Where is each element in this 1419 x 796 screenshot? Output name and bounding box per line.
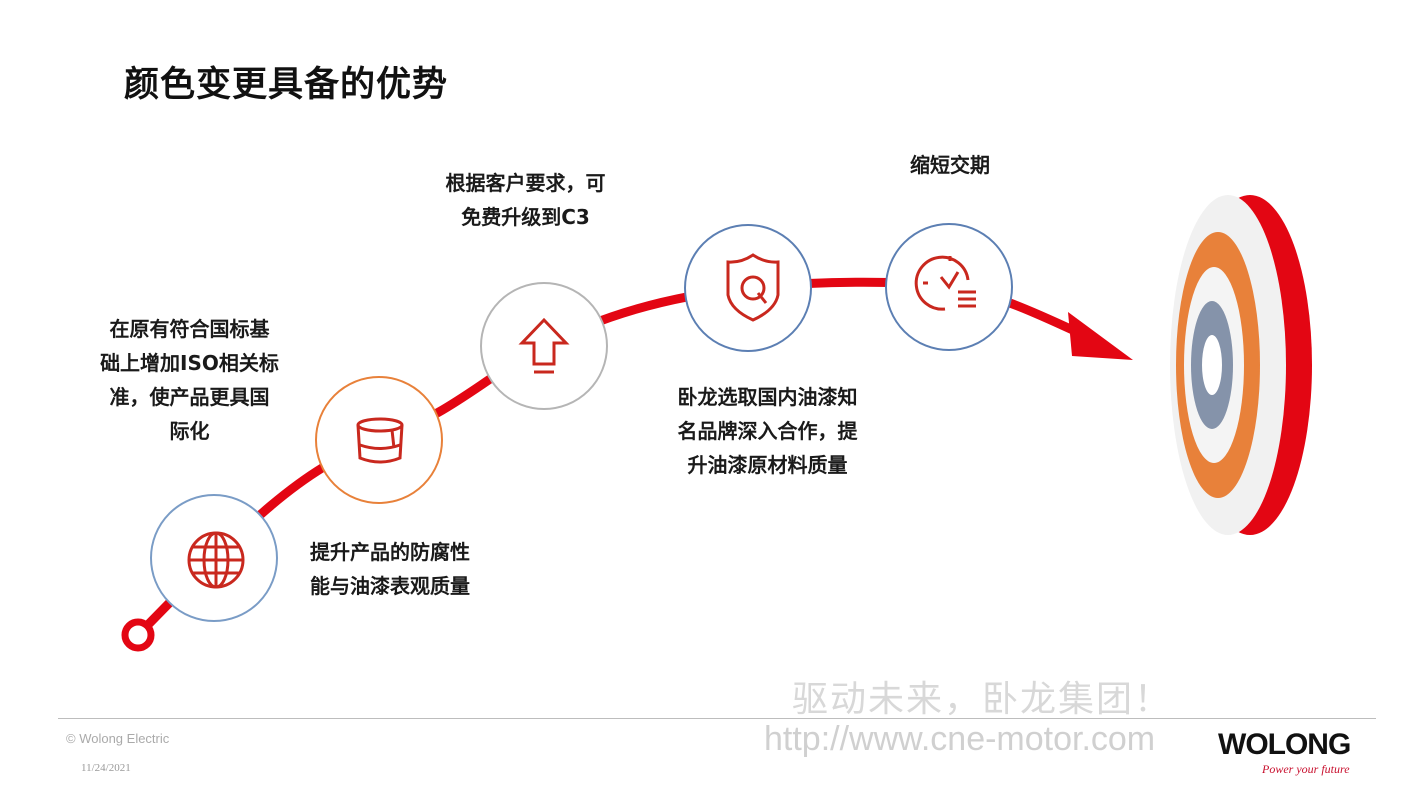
wolong-logo: WOLONG xyxy=(1218,728,1351,761)
label-line: 在原有符合国标基 xyxy=(109,317,270,341)
label-line: 能与油漆表观质量 xyxy=(310,574,470,598)
quality-shield-icon xyxy=(726,253,780,322)
label-line: 缩短交期 xyxy=(910,153,990,177)
logo-tagline: Power your future xyxy=(1262,762,1350,776)
label-line: 根据客户要求，可 xyxy=(445,171,606,195)
label-line: 准，使产品更具国 xyxy=(109,385,270,409)
step-upgrade xyxy=(480,282,608,410)
label-line: 名品牌深入合作，提 xyxy=(677,419,858,443)
step-label-anticorrosion: 提升产品的防腐性 能与油漆表观质量 xyxy=(310,535,515,603)
step-label-international: 在原有符合国标基 础上增加ISO相关标 准，使产品更具国 际化 xyxy=(82,312,297,448)
start-ring xyxy=(121,618,155,652)
step-globe xyxy=(150,494,278,622)
upgrade-arrow-icon xyxy=(518,317,570,374)
slide-title: 颜色变更具备的优势 xyxy=(124,65,449,105)
footer-slogan: 驱动未来，卧龙集团！ xyxy=(792,679,1173,720)
globe-icon xyxy=(187,531,245,589)
footer-date: 11/24/2021 xyxy=(81,762,131,774)
clock-icon xyxy=(914,255,976,311)
step-label-quality: 卧龙选取国内油漆知 名品牌深入合作，提 升油漆原材料质量 xyxy=(650,380,885,482)
target xyxy=(1170,195,1312,535)
label-line: 免费升级到C3 xyxy=(461,205,590,229)
step-quality xyxy=(684,224,812,352)
curve-arrowhead xyxy=(1068,312,1133,360)
step-clock xyxy=(885,223,1013,351)
step-label-delivery: 缩短交期 xyxy=(880,148,1020,182)
label-line: 提升产品的防腐性 xyxy=(310,540,470,564)
footer-copyright: © Wolong Electric xyxy=(66,731,170,746)
label-line: 卧龙选取国内油漆知 xyxy=(677,385,858,409)
label-line: 升油漆原材料质量 xyxy=(687,453,848,477)
label-line: 际化 xyxy=(169,419,210,443)
label-line: 础上增加ISO相关标 xyxy=(100,351,279,375)
step-paint xyxy=(315,376,443,504)
footer-divider xyxy=(58,718,1376,719)
paint-bucket-icon xyxy=(356,417,404,464)
step-label-upgrade: 根据客户要求，可 免费升级到C3 xyxy=(418,166,633,234)
footer-url: http://www.cne-motor.com xyxy=(764,720,1156,758)
